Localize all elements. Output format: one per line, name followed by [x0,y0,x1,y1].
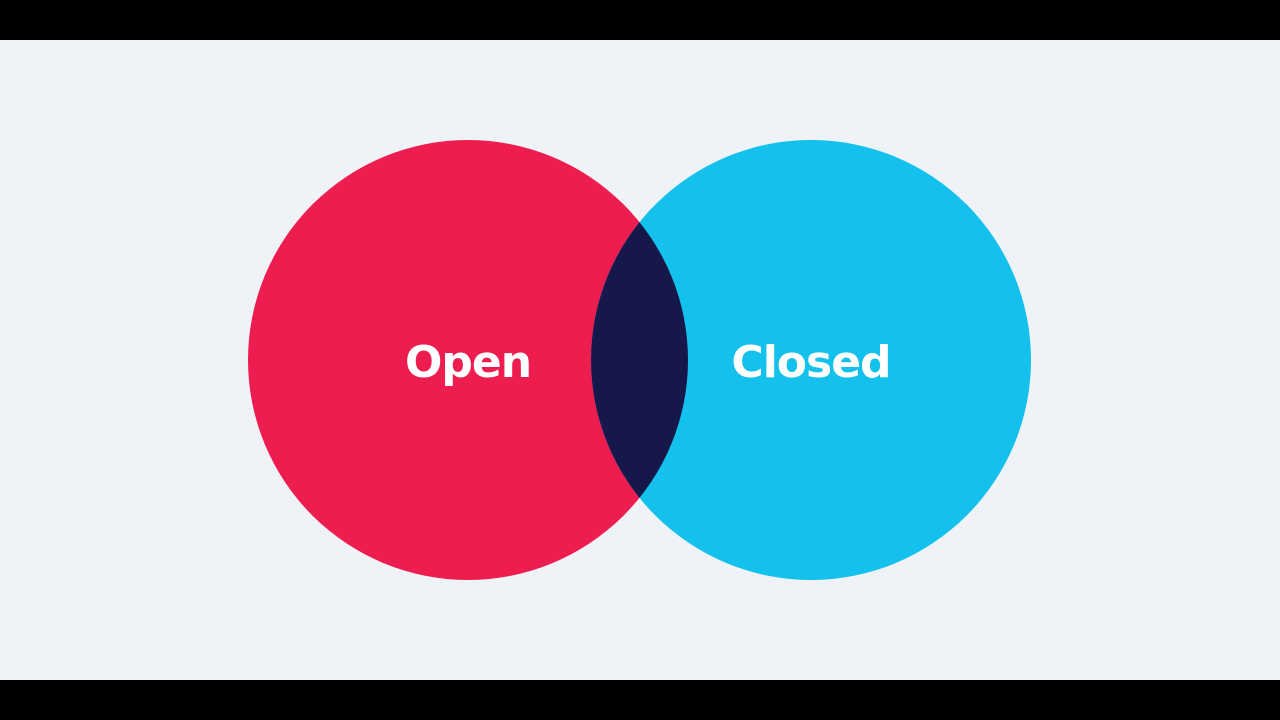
letterbox-top [0,0,1280,40]
venn-circle-closed [591,140,1031,580]
venn-circle-open [248,140,688,580]
venn-label-open: Open [405,337,531,388]
venn-label-closed: Closed [731,337,890,388]
diagram-canvas: Open Closed [0,40,1280,680]
letterbox-bottom [0,680,1280,720]
venn-diagram: Open Closed [0,40,1280,680]
